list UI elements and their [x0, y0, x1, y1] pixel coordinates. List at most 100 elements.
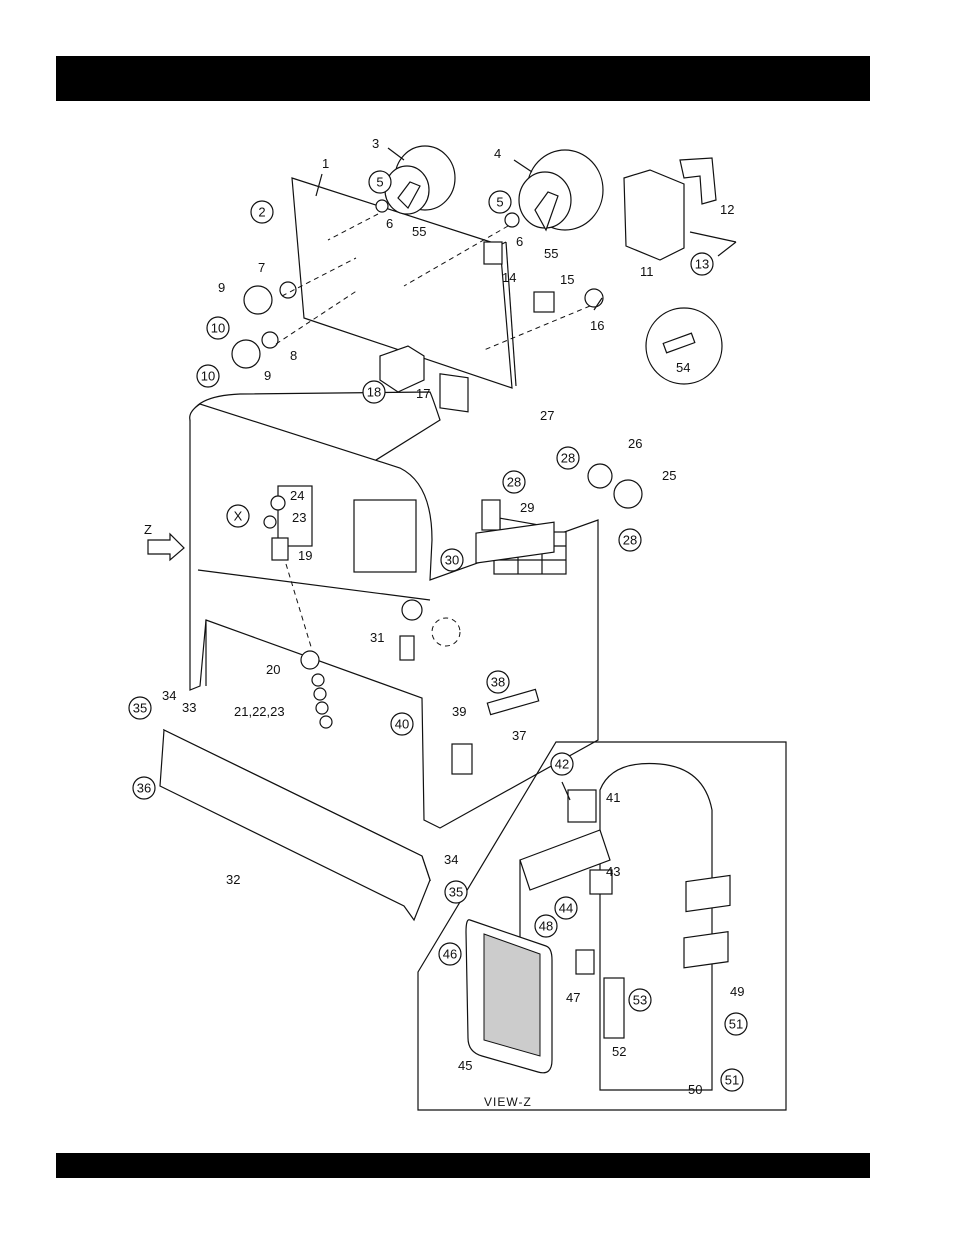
view-z-label: VIEW-Z: [484, 1095, 532, 1109]
callout-label: 49: [730, 984, 744, 999]
circled-callout: 53: [629, 989, 651, 1011]
knob-9b: [232, 340, 260, 368]
potentiometer-8: [262, 332, 278, 348]
callout-label: 4: [494, 146, 501, 161]
callout-label: 34: [444, 852, 458, 867]
circled-callout: 2: [251, 201, 273, 223]
callout-label: 39: [452, 704, 466, 719]
callout-label: 26: [628, 436, 642, 451]
knob-6a: [376, 200, 388, 212]
toggle-switch-14: [484, 242, 502, 264]
meter-hole: [402, 600, 422, 620]
callout-label: 6: [516, 234, 523, 249]
callout-label: 31: [370, 630, 384, 645]
circled-callout: 38: [487, 671, 509, 693]
callout-label: 28: [561, 451, 575, 466]
circuit-breaker: [624, 170, 684, 260]
callout-label: 18: [367, 385, 381, 400]
circled-callout: 35: [129, 697, 151, 719]
callout-label: 9: [218, 280, 225, 295]
callout-label: 17: [416, 386, 430, 401]
callout-label: 43: [606, 864, 620, 879]
callout-label: 37: [512, 728, 526, 743]
callout-label: 42: [555, 757, 569, 772]
circled-callout: 18: [363, 381, 385, 403]
circled-callout: 51: [721, 1069, 743, 1091]
circled-callout: 36: [133, 777, 155, 799]
knob-9a: [244, 286, 272, 314]
callout-label: 45: [458, 1058, 472, 1073]
callout-label: 12: [720, 202, 734, 217]
callout-label: 28: [507, 475, 521, 490]
view-z-housing: [600, 764, 712, 1090]
callout-label: 55: [412, 224, 426, 239]
terminal-39: [452, 744, 472, 774]
circled-callout: 44: [555, 897, 577, 919]
nut-20: [301, 651, 319, 669]
callout-label: 2: [258, 205, 265, 220]
component-47: [576, 950, 594, 974]
callout-label: 41: [606, 790, 620, 805]
callout-label: 5: [376, 175, 383, 190]
receptacle-26: [588, 464, 612, 488]
callout-label: 38: [491, 675, 505, 690]
callout-label: 51: [725, 1073, 739, 1088]
pilot-lamp-16: [585, 289, 603, 307]
circled-callout: 10: [207, 317, 229, 339]
circled-callout: 5: [489, 191, 511, 213]
callout-label: 9: [264, 368, 271, 383]
callout-label: 52: [612, 1044, 626, 1059]
callout-label: 14: [502, 270, 516, 285]
callout-label: 47: [566, 990, 580, 1005]
callout-label: 48: [539, 919, 553, 934]
circled-callout: 30: [441, 549, 463, 571]
mount-strip-52: [604, 978, 624, 1038]
callout-label: 21,22,23: [234, 704, 285, 719]
callout-label: 23: [292, 510, 306, 525]
callout-label: 24: [290, 488, 304, 503]
callout-label: 28: [623, 533, 637, 548]
circled-callout: 28: [503, 471, 525, 493]
callout-label: 5: [496, 195, 503, 210]
circled-callout: 28: [619, 529, 641, 551]
callout-label: 44: [559, 901, 573, 916]
callout-label: 20: [266, 662, 280, 677]
receptacle-49: [686, 875, 730, 911]
receptacle-25: [614, 480, 642, 508]
callout-label: 34: [162, 688, 176, 703]
callout-label: 30: [445, 553, 459, 568]
circled-callout: 35: [445, 881, 467, 903]
callout-label: 33: [182, 700, 196, 715]
relay-41: [568, 790, 596, 822]
callout-label: 36: [137, 781, 151, 796]
callout-label: 1: [322, 156, 329, 171]
switch-19: [272, 538, 288, 560]
callout-label: 25: [662, 468, 676, 483]
breaker-29: [482, 500, 500, 530]
callout-label: 29: [520, 500, 534, 515]
circled-callout: 46: [439, 943, 461, 965]
callout-label: X: [234, 509, 243, 524]
callout-label: 35: [133, 701, 147, 716]
callout-label: 27: [540, 408, 554, 423]
circled-callout: 51: [725, 1013, 747, 1035]
callout-label: 19: [298, 548, 312, 563]
circled-callout: X: [227, 505, 249, 527]
bottom-cover-front: [160, 730, 430, 920]
callout-label: 40: [395, 717, 409, 732]
callout-label: 11: [640, 264, 654, 279]
callout-label: 15: [560, 272, 574, 287]
view-z-arrow-icon: [148, 534, 184, 560]
knob-6b: [505, 213, 519, 227]
callout-label: 32: [226, 872, 240, 887]
housing-front: [190, 404, 598, 828]
breaker-bracket: [680, 158, 716, 204]
callout-label: 10: [201, 369, 215, 384]
circled-callout: 10: [197, 365, 219, 387]
callout-label: 51: [729, 1017, 743, 1032]
callout-label: 10: [211, 321, 225, 336]
washer-23: [264, 516, 276, 528]
callout-label: 35: [449, 885, 463, 900]
toggle-switch-15: [534, 292, 554, 312]
callout-label: 16: [590, 318, 604, 333]
